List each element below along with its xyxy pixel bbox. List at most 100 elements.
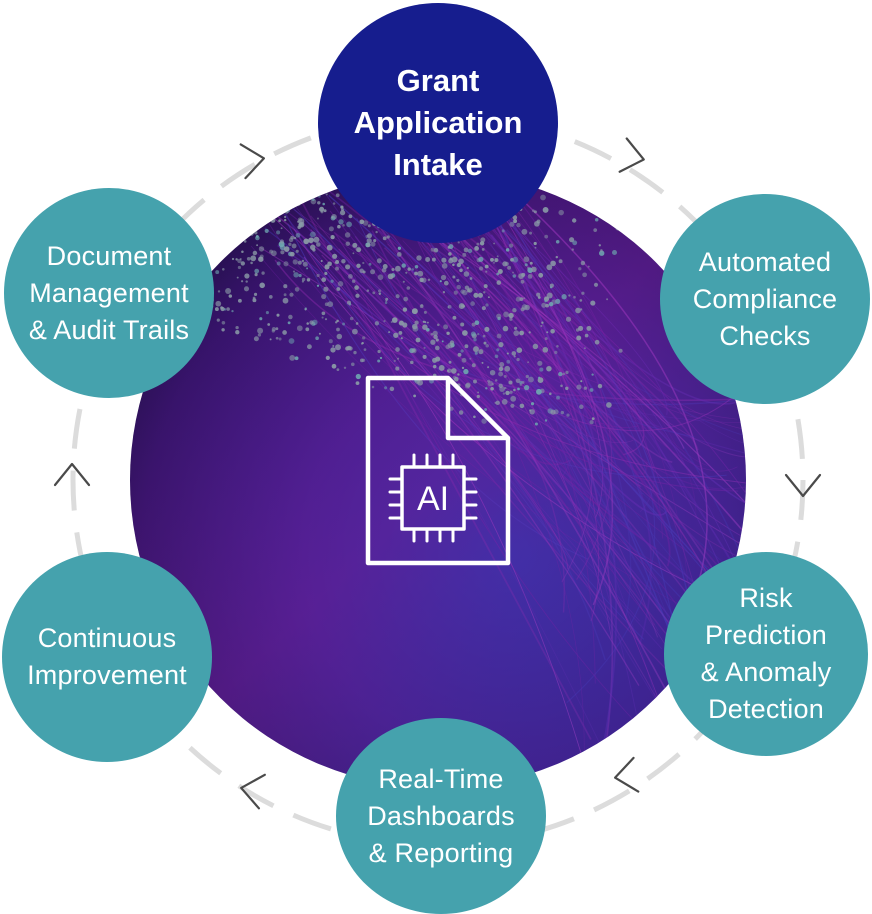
- particle-dot: [414, 271, 418, 276]
- particle-dot: [316, 176, 323, 183]
- particle-dot: [230, 221, 235, 225]
- particle-dot: [599, 250, 605, 256]
- particle-dot: [217, 159, 220, 162]
- particle-dot: [288, 116, 291, 119]
- particle-dot: [425, 257, 431, 262]
- particle-dot: [330, 234, 335, 240]
- particle-dot: [534, 246, 537, 249]
- particle-dot: [309, 231, 316, 238]
- particle-dot: [190, 139, 196, 145]
- particle-dot: [323, 181, 327, 184]
- particle-dot: [223, 231, 229, 238]
- node-risk-prediction-anomaly-detection[interactable]: Risk Prediction & Anomaly Detection: [664, 552, 868, 756]
- particle-dot: [211, 195, 217, 201]
- particle-dot: [412, 323, 418, 330]
- particle-dot: [295, 98, 300, 103]
- particle-dot: [153, 157, 157, 161]
- particle-dot: [258, 246, 265, 252]
- particle-dot: [304, 307, 308, 310]
- particle-dot: [243, 286, 250, 292]
- particle-dot: [389, 386, 395, 392]
- node-document-management-audit-trails[interactable]: Document Management & Audit Trails: [4, 188, 214, 398]
- particle-dot: [242, 111, 245, 114]
- particle-dot: [241, 102, 246, 107]
- particle-dot: [584, 333, 589, 338]
- particle-dot: [445, 344, 451, 350]
- particle-dot: [355, 373, 361, 380]
- particle-dot: [298, 218, 305, 225]
- particle-dot: [422, 324, 428, 330]
- particle-dot: [452, 315, 457, 320]
- particle-dot: [179, 137, 182, 140]
- particle-dot: [384, 301, 388, 305]
- particle-dot: [551, 187, 554, 191]
- particle-dot: [558, 172, 562, 173]
- particle-dot: [432, 330, 438, 337]
- particle-dot: [302, 261, 308, 267]
- particle-dot: [423, 346, 426, 349]
- particle-dot: [606, 298, 609, 301]
- particle-dot: [235, 330, 240, 335]
- node-real-time-dashboards-reporting[interactable]: Real-Time Dashboards & Reporting: [336, 718, 546, 914]
- particle-dot: [146, 126, 148, 128]
- particle-dot: [583, 347, 586, 350]
- particle-dot: [219, 152, 224, 157]
- particle-dot: [497, 269, 503, 274]
- particle-dot: [542, 206, 549, 213]
- particle-dot: [507, 265, 512, 270]
- particle-dot: [231, 257, 235, 261]
- particle-dot: [427, 278, 431, 282]
- particle-dot: [556, 345, 559, 348]
- particle-dot: [439, 280, 442, 283]
- particle-dot: [579, 299, 583, 302]
- particle-dot: [240, 261, 245, 266]
- node-continuous-improvement[interactable]: Continuous Improvement: [2, 552, 212, 762]
- node-automated-compliance-checks[interactable]: Automated Compliance Checks: [660, 194, 870, 404]
- particle-dot: [227, 164, 232, 169]
- particle-dot: [464, 285, 470, 290]
- particle-dot: [268, 150, 274, 156]
- particle-dot: [264, 111, 270, 117]
- particle-dot: [388, 331, 391, 334]
- particle-dot: [524, 263, 528, 267]
- particle-dot: [254, 231, 258, 235]
- particle-dot: [375, 230, 378, 234]
- particle-dot: [198, 159, 202, 163]
- particle-dot: [228, 170, 230, 172]
- particle-dot: [308, 237, 314, 244]
- particle-dot: [587, 265, 590, 268]
- particle-dot: [593, 228, 598, 232]
- particle-dot: [339, 210, 346, 216]
- particle-dot: [229, 102, 235, 108]
- particle-dot: [221, 321, 226, 325]
- particle-dot: [344, 232, 351, 238]
- particle-dot: [324, 271, 328, 276]
- particle-dot: [403, 296, 409, 302]
- particle-dot: [250, 261, 253, 265]
- particle-dot: [537, 296, 541, 299]
- particle-dot: [426, 321, 429, 324]
- particle-dot: [447, 246, 451, 249]
- particle-dot: [336, 368, 340, 371]
- particle-dot: [321, 316, 324, 319]
- particle-dot: [285, 208, 289, 211]
- particle-dot: [252, 179, 255, 183]
- particle-dot: [446, 331, 450, 336]
- particle-dot: [228, 222, 231, 225]
- chevron-arrow-icon: [239, 143, 265, 180]
- particle-dot: [458, 258, 464, 265]
- particle-dot: [456, 262, 462, 268]
- particle-dot: [541, 302, 547, 308]
- particle-dot: [562, 167, 566, 171]
- particle-dot: [311, 197, 315, 202]
- particle-dot: [272, 201, 275, 204]
- particle-dot: [498, 366, 504, 372]
- particle-dot: [246, 110, 252, 116]
- particle-dot: [213, 60, 218, 65]
- particle-dot: [372, 291, 376, 295]
- particle-dot: [430, 332, 434, 336]
- particle-dot: [209, 155, 211, 157]
- particle-dot: [103, 183, 107, 187]
- particle-dot: [544, 419, 548, 422]
- node-grant-application-intake[interactable]: Grant Application Intake: [318, 3, 558, 243]
